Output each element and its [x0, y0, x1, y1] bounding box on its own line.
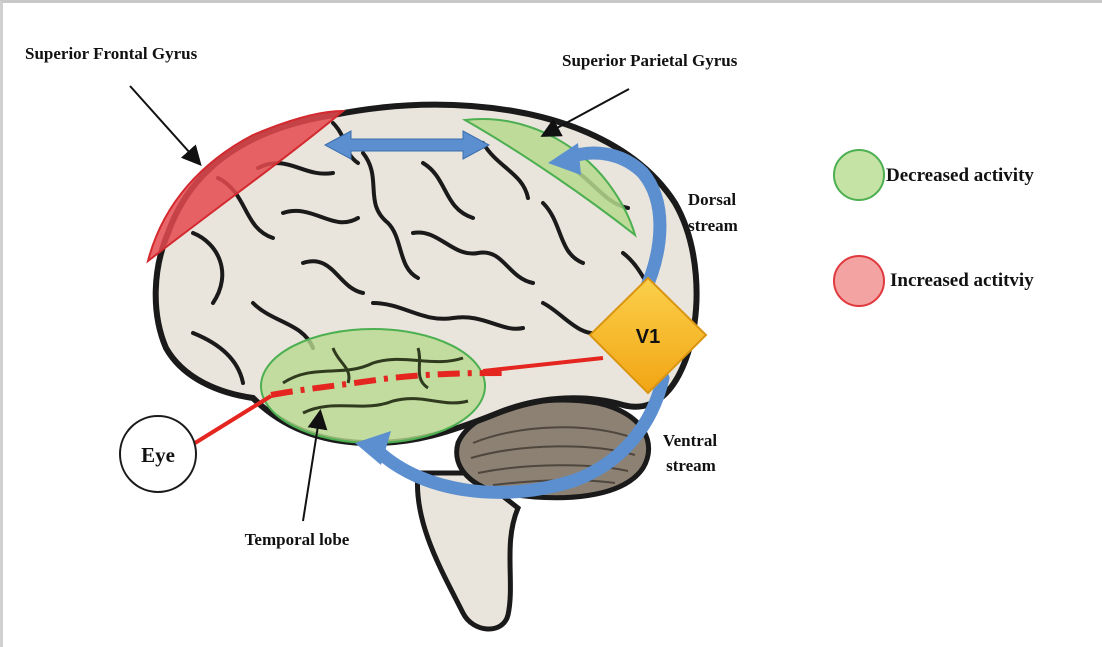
- dorsal-stream-label-line1: Dorsal: [688, 190, 736, 209]
- legend-increased-swatch: [834, 256, 884, 306]
- v1-label: V1: [636, 326, 660, 348]
- eye-label: Eye: [141, 443, 175, 467]
- ventral-stream-label-line2: stream: [666, 456, 716, 475]
- temporal-lobe-region: [261, 329, 485, 443]
- brain-diagram: V1 Eye Superior Frontal Gyrus Superior P…: [3, 3, 1102, 647]
- superior-parietal-gyrus-label: Superior Parietal Gyrus: [562, 51, 738, 70]
- legend-decreased-swatch: [834, 150, 884, 200]
- ventral-stream-label-line1: Ventral: [663, 431, 717, 450]
- temporal-lobe-label: Temporal lobe: [245, 530, 350, 549]
- eye-to-brain-line: [195, 396, 271, 443]
- legend: Decreased activity Increased actitviy: [834, 150, 1034, 306]
- superior-frontal-gyrus-label: Superior Frontal Gyrus: [25, 44, 198, 63]
- dorsal-stream-label-line2: stream: [688, 216, 738, 235]
- parietal-pointer-arrow: [544, 89, 629, 135]
- legend-decreased-label: Decreased activity: [886, 165, 1034, 186]
- legend-increased-label: Increased actitviy: [890, 270, 1034, 291]
- frontal-pointer-arrow: [130, 86, 199, 163]
